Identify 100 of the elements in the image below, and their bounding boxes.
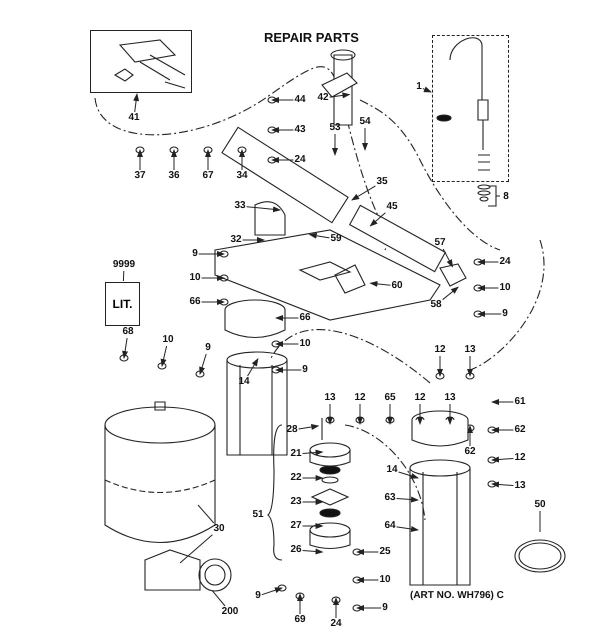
- callout-number: 37: [134, 171, 146, 181]
- leader-line: [275, 315, 299, 321]
- leader-line: [271, 127, 294, 133]
- callout-number: 26: [290, 545, 302, 555]
- leader-line: [302, 548, 324, 554]
- leader-line: [447, 404, 453, 425]
- callout-number: 33: [234, 201, 246, 211]
- leader-line: [261, 587, 283, 596]
- leader-line: [477, 259, 499, 265]
- leader-line: [387, 404, 393, 425]
- callout-number: 51: [252, 510, 264, 520]
- leader-line: [356, 605, 382, 611]
- leader-line: [271, 97, 294, 103]
- leader-line: [275, 367, 302, 373]
- leader-line: [180, 534, 213, 564]
- leader-line: [396, 496, 419, 502]
- callout-number: 12: [354, 393, 366, 403]
- leader-line: [308, 232, 330, 239]
- callout-number: 42: [317, 93, 329, 103]
- leader-line: [201, 275, 225, 281]
- callout-number: 8: [503, 192, 509, 202]
- callout-number: 9: [382, 603, 388, 613]
- callout-number: 62: [464, 447, 476, 457]
- callout-number: 58: [430, 300, 442, 310]
- leader-line: [477, 285, 499, 291]
- leader-line: [398, 472, 419, 479]
- callout-number: 9: [205, 343, 211, 353]
- leader-line: [239, 149, 245, 170]
- leader-line: [212, 590, 226, 606]
- callout-number: 24: [499, 257, 511, 267]
- callout-number: 41: [128, 113, 140, 123]
- callout-number: 32: [230, 235, 242, 245]
- leader-line: [491, 427, 514, 433]
- caption: (ART NO. WH796) C: [410, 590, 504, 601]
- callout-number: 10: [162, 335, 174, 345]
- leader-line: [422, 86, 432, 92]
- leader-line: [122, 338, 128, 359]
- callout-number: 68: [122, 327, 134, 337]
- callout-number: 69: [294, 615, 306, 625]
- callout-number: 24: [330, 619, 342, 629]
- callout-number: 44: [294, 95, 306, 105]
- leader-line: [362, 128, 368, 151]
- leader-line: [442, 286, 459, 300]
- leader-line: [467, 425, 473, 446]
- callout-number: 25: [379, 547, 391, 557]
- callout-number: 23: [290, 497, 302, 507]
- leader-line: [205, 149, 211, 170]
- dashed-inset-box: [432, 35, 509, 182]
- leader-line: [271, 157, 294, 163]
- callout-number: 27: [290, 521, 302, 531]
- callout-number: 13: [464, 345, 476, 355]
- leader-line: [327, 404, 333, 425]
- leader-line: [491, 399, 514, 405]
- callout-number: 13: [444, 393, 456, 403]
- booklet-label: LIT.: [112, 297, 132, 311]
- leader-line: [370, 280, 391, 287]
- callout-number: 200: [222, 607, 238, 617]
- leader-line: [302, 523, 324, 529]
- leader-line: [356, 549, 379, 555]
- callout-number: 62: [514, 425, 526, 435]
- callout-number: 35: [376, 177, 388, 187]
- leader-line: [356, 577, 379, 583]
- callout-number: 12: [514, 453, 526, 463]
- title: REPAIR PARTS: [264, 30, 359, 45]
- leader-line: [491, 456, 514, 462]
- callout-number: 14: [386, 465, 398, 475]
- callout-number: 13: [324, 393, 336, 403]
- leader-line: [302, 450, 324, 456]
- leader-line: [333, 597, 339, 618]
- callout-number: 12: [414, 393, 426, 403]
- leader-line: [133, 93, 140, 112]
- leader-line: [437, 356, 443, 377]
- leader-line: [370, 212, 386, 227]
- callout-number: 10: [499, 283, 511, 293]
- callout-number: 1: [416, 82, 422, 92]
- callout-number: 34: [236, 171, 248, 181]
- leader-line: [298, 424, 320, 430]
- callout-number: 9999: [112, 260, 136, 270]
- callout-number: 67: [202, 171, 214, 181]
- leader-line: [275, 341, 299, 347]
- literature-booklet: [105, 282, 140, 326]
- leader-line: [297, 593, 303, 614]
- callout-number: 59: [330, 234, 342, 244]
- leader-line: [242, 237, 265, 243]
- callout-number: 9: [502, 309, 508, 319]
- callout-number: 43: [294, 125, 306, 135]
- leader-line: [137, 149, 143, 170]
- callout-number: 53: [329, 123, 341, 133]
- leader-line: [247, 358, 258, 376]
- callout-number: 9: [302, 365, 308, 375]
- callout-number: 66: [299, 313, 311, 323]
- leader-line: [198, 251, 225, 257]
- leader-line: [351, 185, 376, 201]
- leader-line: [198, 504, 214, 524]
- leader-line: [467, 356, 473, 377]
- leader-line: [122, 270, 124, 282]
- callout-number: 61: [514, 397, 526, 407]
- callout-number: 66: [189, 297, 201, 307]
- inset-box: [90, 30, 192, 93]
- leader-line: [302, 499, 324, 505]
